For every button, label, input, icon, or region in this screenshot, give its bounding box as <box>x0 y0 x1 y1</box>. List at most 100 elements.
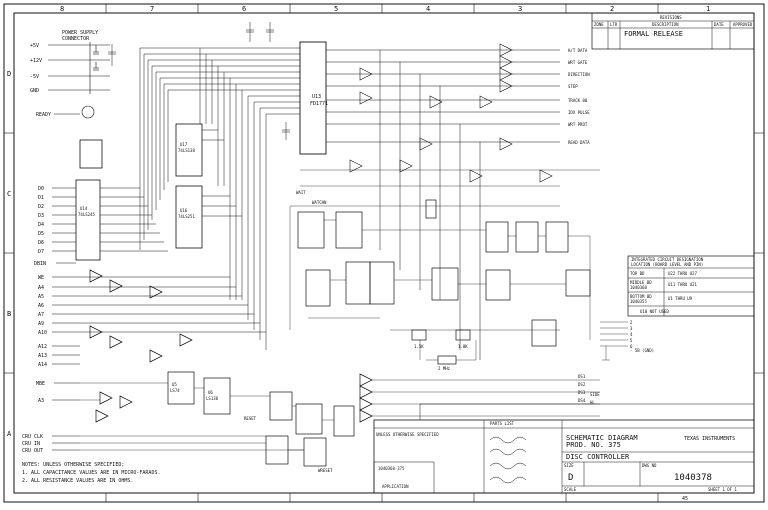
ic-row3-b: 1040355 <box>630 299 647 304</box>
sig-cru-out: CRU OUT <box>22 448 43 454</box>
signature-4 <box>489 476 527 484</box>
u14-ref: U14 <box>80 206 88 211</box>
chip-lower-b <box>295 403 323 435</box>
size-label: SIZE <box>564 463 574 468</box>
misc-labels: WAIT WATCHN RESET WRESET 2 MHz 1.5K 1.0K <box>244 190 468 473</box>
ic-row1-c: U22 THRU U27 <box>668 271 697 276</box>
signature-3 <box>489 462 527 470</box>
sig-dbin: DBIN <box>34 261 46 267</box>
crystal-x1 <box>437 355 457 365</box>
ic-row4-c: U10 NOT USED <box>640 309 669 314</box>
ff-i <box>485 269 511 301</box>
ff-b <box>335 211 363 249</box>
sig-a3: A3 <box>38 398 44 404</box>
sig-a5: A5 <box>38 294 44 300</box>
psu-rail-12v: +12V <box>30 58 42 64</box>
chip-u14: U14 74LS245 <box>75 179 101 261</box>
out-track00: TRACK 00 <box>568 98 588 103</box>
tolerance-note: UNLESS OTHERWISE SPECIFIED <box>376 432 439 437</box>
right-output-labels: H/T DATA WRT GATE DIRECTION STEP TRACK 0… <box>568 48 590 145</box>
zone-7: 7 <box>150 5 154 13</box>
select-logic <box>89 269 373 467</box>
disk-select-labels: DS1 DS2 DS3 DS4 SIDE HL <box>578 374 600 405</box>
rev-col-desc: DESCRIPTION <box>652 22 679 27</box>
sig-cru-in: CRU IN <box>22 441 40 447</box>
res-c <box>455 329 471 341</box>
left-signal-wires <box>52 113 80 451</box>
psu-rail-m5v: -5V <box>30 74 39 80</box>
size-value: D <box>568 473 573 483</box>
sig-a7: A7 <box>38 312 44 318</box>
u13-part: FD1771 <box>310 101 328 107</box>
decoupling-caps <box>108 22 290 140</box>
label-crystal: 2 MHz <box>438 366 451 371</box>
ic-row3-c: U1 THRU U9 <box>668 296 693 301</box>
sig-d2: D2 <box>38 204 44 210</box>
ic-designation-table: INTEGRATED CIRCUIT DESIGNATION LOCATION … <box>627 255 755 317</box>
u16-ref: U16 <box>180 208 188 213</box>
label-wait: WAIT <box>296 190 306 195</box>
ic-row2-b: 1040360 <box>630 285 647 290</box>
ds1-label: DS1 <box>578 374 586 379</box>
out-wrt-gate: WRT GATE <box>568 60 588 65</box>
out-ht-data: H/T DATA <box>568 48 588 53</box>
sig-a10: A10 <box>38 330 47 336</box>
ready-transistor <box>81 105 95 119</box>
application-label: APPLICATION <box>382 484 409 489</box>
rev-col-zone: ZONE <box>594 22 604 27</box>
sig-a14: A14 <box>38 362 47 368</box>
ff-j <box>565 269 591 297</box>
ff-f <box>431 267 459 301</box>
zone-D: D <box>7 70 11 78</box>
rev-col-ltr: LTR <box>610 22 618 27</box>
company-name: TEXAS INSTRUMENTS <box>684 436 735 442</box>
sig-ready: READY <box>36 112 51 118</box>
chip-ready-buffer <box>79 139 103 169</box>
note-1: 1. ALL CAPACITANCE VALUES ARE IN MICRO-F… <box>22 470 160 476</box>
chip-lower-e <box>333 405 355 437</box>
sig-d6: D6 <box>38 240 44 246</box>
dwg-label: DWG NO <box>642 463 657 468</box>
out-step: STEP <box>568 84 578 89</box>
zone-C: C <box>7 190 11 198</box>
u14-part: 74LS245 <box>78 212 95 217</box>
zone-1: 1 <box>706 5 710 13</box>
pin-6: 6 <box>630 344 633 349</box>
ground-note: - 5B (GND) <box>630 348 654 353</box>
ic-table-title2: LOCATION (BOARD LEVEL AND PIN) <box>631 262 703 267</box>
rev-col-date: DATE <box>714 22 724 27</box>
right-connector-pins: 2 3 4 5 6 - 5B (GND) <box>630 320 654 353</box>
res-a <box>425 199 437 219</box>
zone-4: 4 <box>426 5 430 13</box>
psu-rail-gnd: GND <box>30 88 39 94</box>
sig-d0: D0 <box>38 186 44 192</box>
drawing-number: 1040378 <box>674 473 712 483</box>
page-number: 45 <box>682 496 688 502</box>
out-wrt-prot: WRT PROT <box>568 122 588 127</box>
u6-ref: U6 <box>208 390 213 395</box>
sig-a9: A9 <box>38 321 44 327</box>
pin-5: 5 <box>630 338 633 343</box>
drawing-title-2: PROD. NO. 375 <box>566 441 621 449</box>
label-wreset: WRESET <box>318 468 333 473</box>
revisions-title: REVISIONS <box>660 15 682 20</box>
zone-3: 3 <box>518 5 522 13</box>
pin-2: 2 <box>630 320 633 325</box>
ds3-label: DS3 <box>578 390 586 395</box>
sig-a12: A12 <box>38 344 47 350</box>
rev-col-approved: APPROVED <box>733 22 753 27</box>
parts-list-title: PARTS LIST <box>490 421 515 426</box>
psu-rail-5v: +5V <box>30 43 39 49</box>
chip-lower-d <box>303 437 327 467</box>
timing-wires <box>289 169 600 361</box>
zone-6: 6 <box>242 5 246 13</box>
sig-d3: D3 <box>38 213 44 219</box>
data-bus-wires <box>80 47 300 350</box>
ff-a <box>297 211 325 249</box>
out-idx-pulse: IDX PULSE <box>568 110 590 115</box>
drawing-title-1: SCHEMATIC DIAGRAM <box>566 434 638 442</box>
next-assy: 1040360-375 <box>378 466 405 471</box>
u16-part: 74LS251 <box>178 214 195 219</box>
